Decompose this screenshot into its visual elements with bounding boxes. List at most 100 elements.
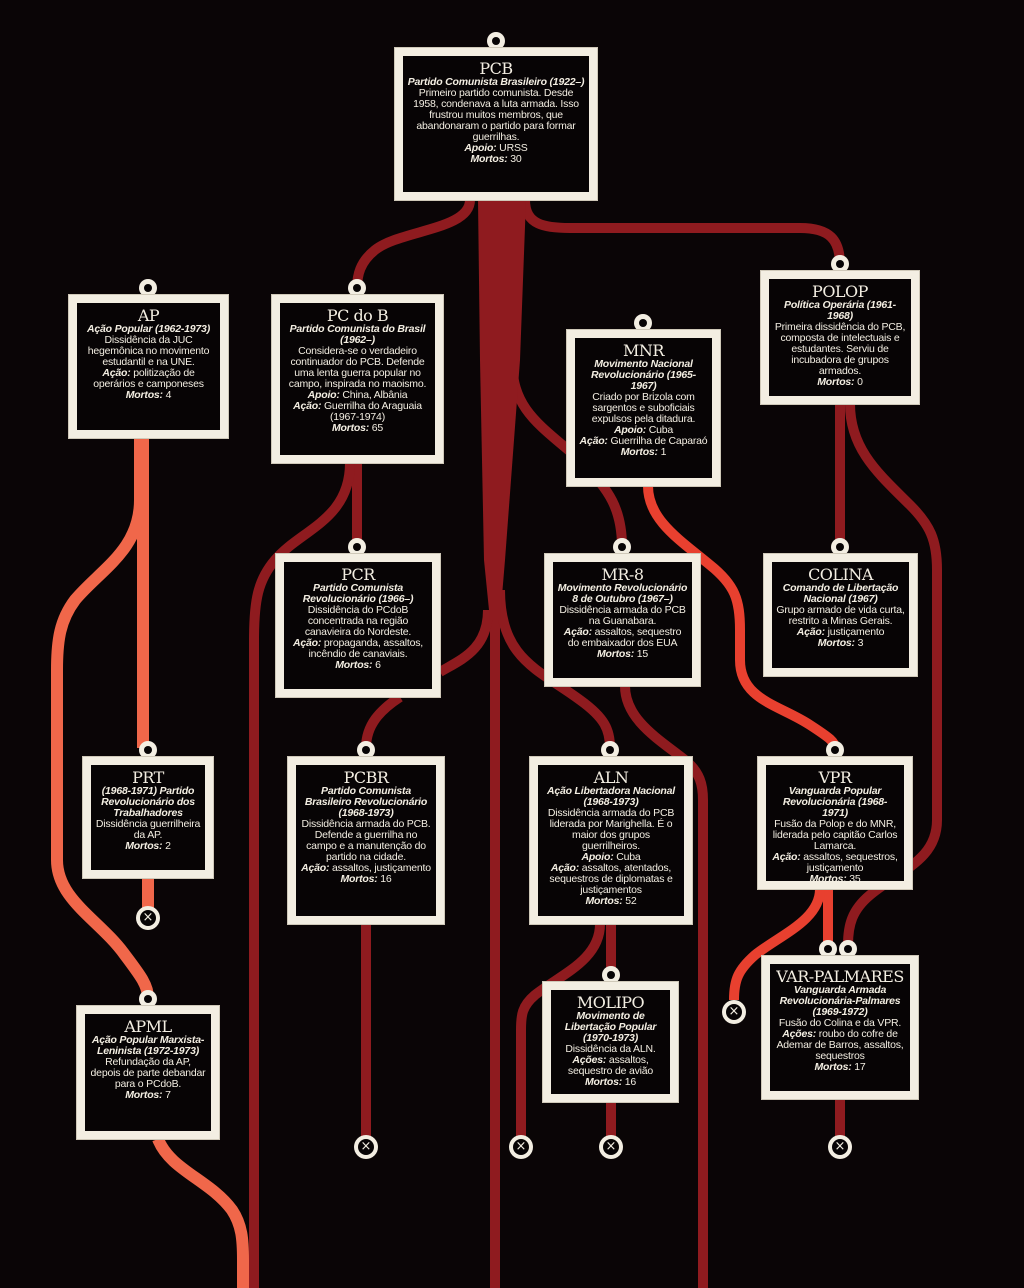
pcb-trunk-thick	[478, 200, 526, 620]
field-value: 2	[162, 840, 171, 852]
org-full-name: Ação Libertadora Nacional (1968-1973)	[546, 785, 676, 808]
field-value: 6	[372, 659, 381, 671]
field-value: propaganda, assaltos, incêndio de canavi…	[308, 637, 424, 660]
org-field: Apoio: Cuba	[579, 425, 708, 436]
field-value: 1	[657, 446, 667, 458]
field-value: 15	[634, 648, 649, 660]
field-value: assaltos, sequestros, justiçamento	[800, 851, 898, 874]
org-description: Dissidência da ALN.	[565, 1043, 656, 1055]
field-value: 65	[369, 422, 384, 434]
org-field: Mortos: 2	[95, 841, 201, 852]
line-pcdob-down	[249, 462, 355, 1288]
x-mark-icon: ×	[513, 1139, 529, 1155]
field-value: 4	[162, 389, 172, 401]
field-label: Ação:	[579, 435, 608, 447]
org-field: Mortos: 16	[300, 874, 432, 885]
org-field: Mortos: 16	[555, 1077, 666, 1088]
field-value: Cuba	[613, 851, 641, 863]
org-description: Primeiro partido comunista. Desde 1958, …	[413, 87, 579, 143]
line-polop-varpalmares	[843, 403, 942, 946]
org-field: Mortos: 35	[770, 874, 900, 885]
org-abbreviation: VAR-PALMARES	[776, 967, 904, 986]
x-mark-icon: ×	[140, 910, 156, 926]
org-field: Mortos: 1	[579, 447, 708, 458]
field-value: 3	[854, 637, 864, 649]
org-description: Dissidência armada do PCB. Defende a gue…	[301, 818, 431, 863]
org-full-name: Movimento de Libertação Popular (1970-19…	[564, 1010, 657, 1044]
org-full-name: Movimento Nacional Revolucionário (1965-…	[591, 358, 696, 392]
org-field: Mortos: 30	[407, 154, 585, 165]
org-abbreviation: VPR	[818, 768, 852, 787]
field-value: URSS	[496, 142, 528, 154]
field-value: 30	[507, 153, 522, 165]
x-circle-icon: ×	[599, 1135, 623, 1159]
org-abbreviation: PCB	[479, 59, 513, 78]
org-field: Ações: roubo do cofre de Ademar de Barro…	[774, 1029, 906, 1062]
field-value: 7	[162, 1089, 171, 1101]
field-label: Ação:	[796, 626, 825, 638]
field-value: China, Albânia	[339, 389, 408, 401]
connector-pin-icon	[839, 940, 857, 958]
x-mark-icon: ×	[832, 1139, 848, 1155]
org-field: Apoio: URSS	[407, 143, 585, 154]
mnr-lineage-lines	[643, 485, 840, 1001]
field-label: Ação:	[772, 851, 801, 863]
field-label: Apoio:	[464, 142, 497, 154]
field-value: 35	[846, 873, 861, 885]
org-field: Mortos: 17	[774, 1062, 906, 1073]
field-label: Ação:	[292, 637, 322, 649]
field-label: Ação:	[102, 367, 131, 379]
org-field: Ação: politização de operários e campone…	[81, 368, 216, 390]
org-field: Mortos: 15	[557, 649, 688, 660]
field-label: Mortos:	[809, 873, 847, 885]
org-description: Considera-se o verdadeiro continuador do…	[288, 345, 427, 390]
connector-pin-icon	[139, 741, 157, 759]
org-full-name: Vanguarda Popular Revolucionária (1968-1…	[782, 785, 888, 819]
org-full-name: Movimento Revolucionário 8 de Outubro (1…	[557, 582, 688, 605]
field-label: Mortos:	[584, 1076, 623, 1088]
connector-pin-icon	[819, 940, 837, 958]
org-field: Apoio: China, Albânia	[284, 390, 431, 401]
org-full-name: Ação Popular (1962-1973)	[86, 323, 210, 335]
org-field: Mortos: 6	[288, 660, 428, 671]
field-value: Guerrilha do Araguaia (1967-1974)	[321, 400, 422, 423]
org-field: Mortos: 52	[542, 896, 680, 907]
org-field: Ação: propaganda, assaltos, incêndio de …	[288, 638, 428, 660]
org-description: Refundação da AP, depois de parte deband…	[90, 1056, 206, 1090]
org-full-name: Comando de Libertação Nacional (1967)	[782, 582, 899, 605]
field-label: Mortos:	[335, 659, 373, 671]
org-field: Ação: assaltos, justiçamento	[300, 863, 432, 874]
org-field: Ação: assaltos, atentados, sequestros de…	[542, 863, 680, 896]
field-label: Mortos:	[125, 1089, 163, 1101]
org-abbreviation: PC do B	[326, 306, 389, 325]
line-apml-down	[152, 1136, 249, 1288]
connector-pin-icon	[826, 741, 844, 759]
field-label: Mortos:	[596, 648, 635, 660]
org-abbreviation: POLOP	[812, 282, 868, 301]
org-full-name: Partido Comunista Brasileiro (1922–)	[407, 76, 585, 88]
field-value: 0	[854, 376, 863, 388]
org-description: Fusão do Colina e da VPR.	[778, 1017, 902, 1029]
org-field: Ação: assaltos, sequestro do embaixador …	[557, 627, 688, 649]
org-abbreviation: MNR	[623, 341, 664, 360]
line-pcr-pcbr	[361, 692, 403, 749]
x-circle-icon: ×	[354, 1135, 378, 1159]
org-description: Dissidência guerrilheira da AP.	[95, 818, 201, 841]
org-abbreviation: PCBR	[343, 768, 389, 787]
field-value: 16	[377, 873, 392, 885]
org-field: Mortos: 65	[284, 423, 431, 434]
field-value: 17	[851, 1061, 866, 1073]
org-description: Grupo armado de vida curta, restrito a M…	[776, 604, 905, 627]
x-circle-icon: ×	[722, 1000, 746, 1024]
connector-pin-icon	[831, 255, 849, 273]
org-full-name: Partido Comunista do Brasil (1962–)	[289, 323, 426, 346]
field-label: Apoio:	[581, 851, 614, 863]
